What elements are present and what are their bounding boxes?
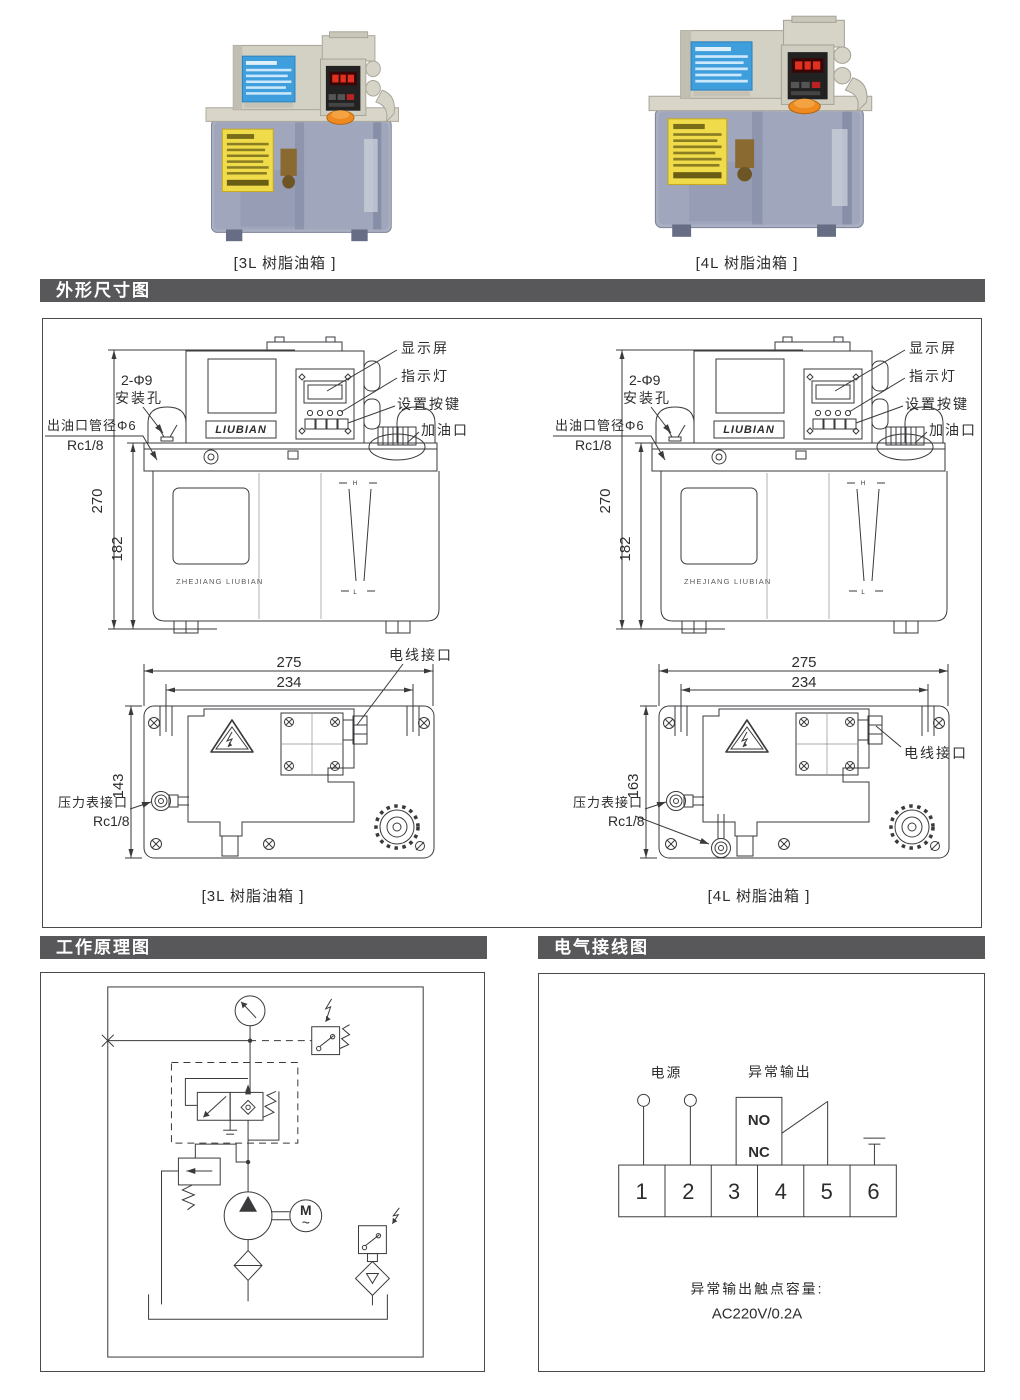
wiring-panel: 电源 异常输出 NO NC 1 2 3 4 5 6 异常输出触点容量: AC22… (538, 973, 985, 1372)
terminal-5: 5 (821, 1179, 833, 1204)
pressure-port-label: 压力表接口 (58, 795, 128, 810)
terminal-4: 4 (775, 1179, 787, 1204)
relief-valve-icon (161, 1143, 247, 1305)
filler-label: 加油口 (929, 422, 977, 438)
nc-label: NC (748, 1144, 770, 1161)
product-photo-3l (186, 24, 404, 248)
dim-234-label: 234 (276, 674, 301, 691)
pressure-port-label: 压力表接口 (573, 795, 643, 810)
indicator-label: 指示灯 (909, 368, 957, 384)
drawing-caption-4l: [4L 树脂油箱 ] (707, 888, 811, 905)
pressure-gauge-icon (234, 995, 266, 1027)
motor-icon (289, 1199, 323, 1233)
contact-rating-value: AC220V/0.2A (712, 1305, 802, 1322)
dim-275-label: 275 (276, 654, 301, 671)
dim-163-label: 163 (625, 773, 642, 798)
dim-182-label: 182 (109, 536, 126, 561)
level-high-mark: H (861, 481, 865, 487)
section-header-wiring: 电气接线图 (538, 936, 985, 959)
buttons-label: 设置按键 (905, 396, 969, 412)
outlet-thread-label: Rc1/8 (575, 437, 612, 453)
outlet-label: 出油口管径Φ6 (555, 418, 645, 433)
mount-holes-label-1: 2-Φ9 (121, 372, 153, 388)
brand-logo-text: LIUBIAN (215, 424, 267, 436)
top-view-3l: 275 234 143 电线接口 压力表接口 Rc1/8 (58, 647, 453, 859)
front-view-4l: 270 182 显示屏 指示灯 设置按键 加油口 2-Φ9 安装孔 出油口管径Φ… (553, 336, 977, 634)
filler-label: 加油口 (421, 422, 469, 438)
filter-icon (233, 1239, 263, 1302)
pressure-switch-icon (311, 998, 351, 1056)
terminal-2: 2 (682, 1179, 694, 1204)
photo-caption-3l: [3L 树脂油箱 ] (233, 255, 337, 272)
terminal-6: 6 (867, 1179, 879, 1204)
float-switch-icon (354, 1207, 400, 1306)
motor-ac-symbol: ~ (302, 1215, 310, 1231)
principle-panel: M ~ (40, 972, 485, 1372)
terminal-1: 1 (636, 1179, 648, 1204)
dim-275-label: 275 (791, 654, 816, 671)
front-view-3l: 270 182 显示屏 指示灯 设置按键 加油口 2-Φ9 安装孔 出油口管径Φ… (45, 336, 469, 634)
abnormal-output-label: 异常输出 (748, 1063, 812, 1079)
top-view-4l: 275 234 163 电线接口 压力表接口 Rc1/8 (573, 654, 968, 859)
dim-270-label: 270 (597, 488, 614, 513)
solenoid-valve-icon (184, 1077, 280, 1141)
dim-234-label: 234 (791, 674, 816, 691)
outlet-thread-label: Rc1/8 (67, 437, 104, 453)
buttons-label: 设置按键 (397, 396, 461, 412)
level-low-mark: L (861, 590, 865, 596)
hydraulic-schematic: M ~ (101, 986, 424, 1358)
pressure-thread-label: Rc1/8 (93, 813, 130, 829)
warning-triangle-icon (725, 719, 769, 753)
tank-outline (148, 1294, 388, 1320)
pressure-thread-label: Rc1/8 (608, 813, 645, 829)
terminal-3: 3 (728, 1179, 740, 1204)
contact-rating-note: 异常输出触点容量: (691, 1280, 824, 1296)
outlet-label: 出油口管径Φ6 (47, 418, 137, 433)
level-high-mark: H (353, 481, 357, 487)
mount-holes-label-2: 安装孔 (115, 390, 163, 406)
photo-caption-4l: [4L 树脂油箱 ] (695, 255, 799, 272)
dim-143-label: 143 (110, 773, 127, 798)
wiring-diagram: 电源 异常输出 NO NC 1 2 3 4 5 6 异常输出触点容量: AC22… (618, 1063, 897, 1322)
drawing-caption-3l: [3L 树脂油箱 ] (201, 888, 305, 905)
manifold-outline (170, 1062, 299, 1144)
warning-triangle-icon (210, 719, 254, 753)
tank-brand-text: ZHEJIANG LIUBIAN (176, 577, 264, 586)
dimensions-panel: 270 182 显示屏 指示灯 设置按键 加油口 2-Φ9 安装孔 出油口管径Φ… (42, 318, 982, 928)
power-label: 电源 (651, 1064, 683, 1080)
motor-label: M (300, 1202, 312, 1218)
section-header-dimensions: 外形尺寸图 (40, 279, 985, 302)
section-header-principle: 工作原理图 (40, 936, 487, 959)
cable-port-label: 电线接口 (904, 745, 968, 761)
mount-holes-label-2: 安装孔 (623, 390, 671, 406)
indicator-label: 指示灯 (401, 368, 449, 384)
display-label: 显示屏 (909, 340, 957, 356)
cable-port-label: 电线接口 (389, 647, 453, 663)
brand-logo-text: LIUBIAN (723, 424, 775, 436)
dim-182-label: 182 (617, 536, 634, 561)
power-terminal-icon (637, 1093, 651, 1107)
mount-holes-label-1: 2-Φ9 (629, 372, 661, 388)
product-photo-4l (626, 8, 878, 244)
power-terminal-icon (683, 1093, 697, 1107)
display-label: 显示屏 (401, 340, 449, 356)
no-label: NO (748, 1112, 770, 1129)
dim-270-label: 270 (89, 488, 106, 513)
level-low-mark: L (353, 590, 357, 596)
tank-brand-text: ZHEJIANG LIUBIAN (684, 577, 772, 586)
